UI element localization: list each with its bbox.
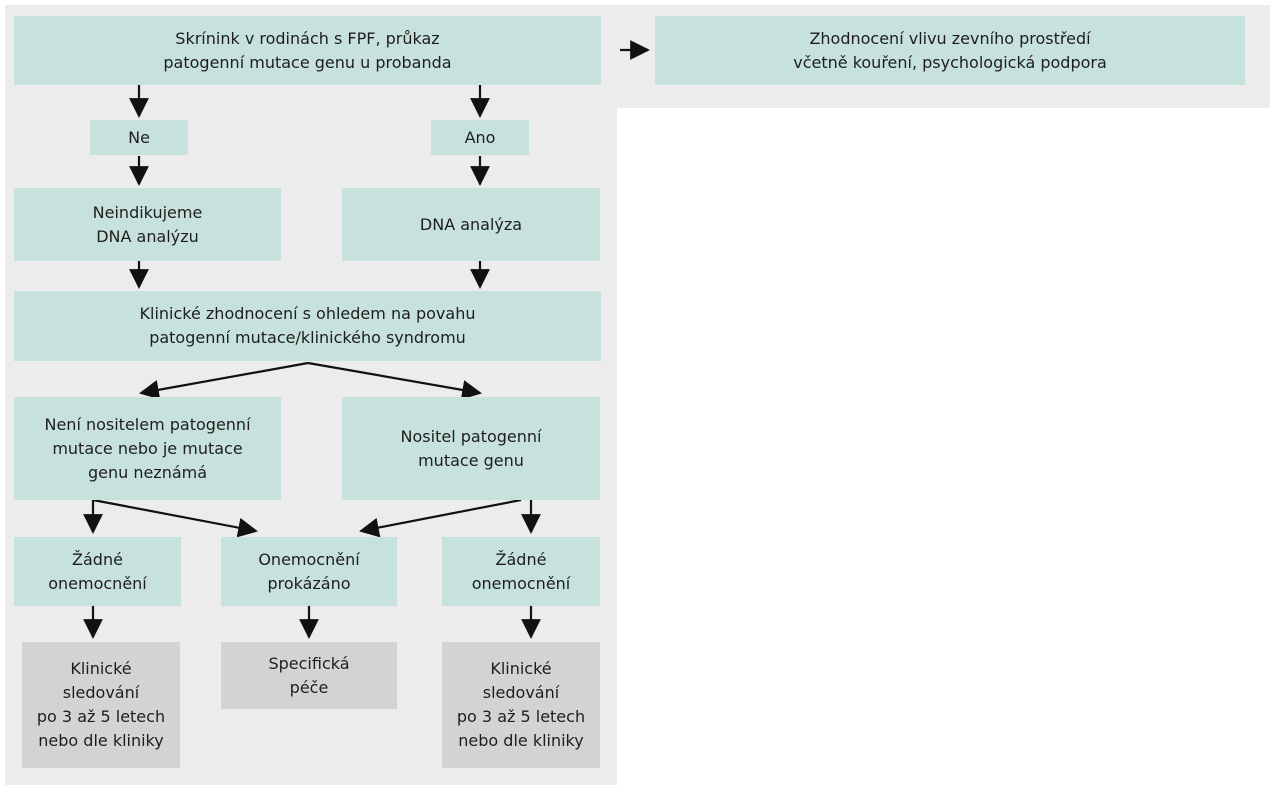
- node-no-disease-right-text: Žádné onemocnění: [471, 549, 571, 593]
- node-no-disease-left: Žádné onemocnění: [14, 537, 181, 606]
- node-environment: Zhodnocení vlivu zevního prostředí včetn…: [655, 16, 1245, 85]
- node-yes: Ano: [431, 120, 529, 155]
- node-no-disease-left-text: Žádné onemocnění: [48, 549, 147, 593]
- node-followup-left-text: Klinické sledování po 3 až 5 letech nebo…: [36, 659, 166, 750]
- node-specific-care-text: Specifická péče: [268, 653, 350, 697]
- node-disease-proven-text: Onemocnění prokázáno: [258, 549, 360, 593]
- node-no-dna: Neindikujeme DNA analýzu: [14, 188, 281, 261]
- node-disease-proven: Onemocnění prokázáno: [221, 537, 397, 606]
- arrow-eval-to-carrier: [307, 361, 482, 400]
- node-dna-text: DNA analýza: [419, 214, 523, 234]
- node-no-text: Ne: [128, 127, 150, 147]
- node-environment-text: Zhodnocení vlivu zevního prostředí včetn…: [793, 28, 1107, 72]
- arrow-not-carrier-to-disease: [92, 498, 258, 538]
- arrow-carrier-to-disease: [359, 498, 522, 538]
- node-screening-text: Skrínink v rodinách s FPF, průkaz patoge…: [163, 28, 452, 72]
- node-yes-text: Ano: [464, 127, 496, 147]
- node-carrier-text: Nositel patogenní mutace genu: [400, 426, 542, 470]
- node-not-carrier: Není nositelem patogenní mutace nebo je …: [14, 397, 281, 500]
- node-clinical-eval-text: Klinické zhodnocení s ohledem na povahu …: [139, 304, 476, 347]
- node-followup-right-text: Klinické sledování po 3 až 5 letech nebo…: [456, 659, 586, 750]
- node-no-dna-text: Neindikujeme DNA analýzu: [92, 202, 203, 246]
- node-dna: DNA analýza: [342, 188, 600, 261]
- node-specific-care: Specifická péče: [221, 642, 397, 709]
- node-clinical-eval: Klinické zhodnocení s ohledem na povahu …: [14, 291, 601, 361]
- node-followup-right: Klinické sledování po 3 až 5 letech nebo…: [442, 642, 600, 768]
- node-carrier: Nositel patogenní mutace genu: [342, 397, 600, 500]
- node-screening: Skrínink v rodinách s FPF, průkaz patoge…: [14, 16, 601, 85]
- node-no-disease-right: Žádné onemocnění: [442, 537, 600, 606]
- node-no: Ne: [90, 120, 188, 155]
- node-followup-left: Klinické sledování po 3 až 5 letech nebo…: [22, 642, 180, 768]
- node-not-carrier-text: Není nositelem patogenní mutace nebo je …: [44, 414, 251, 482]
- arrow-eval-to-not-carrier: [139, 361, 309, 400]
